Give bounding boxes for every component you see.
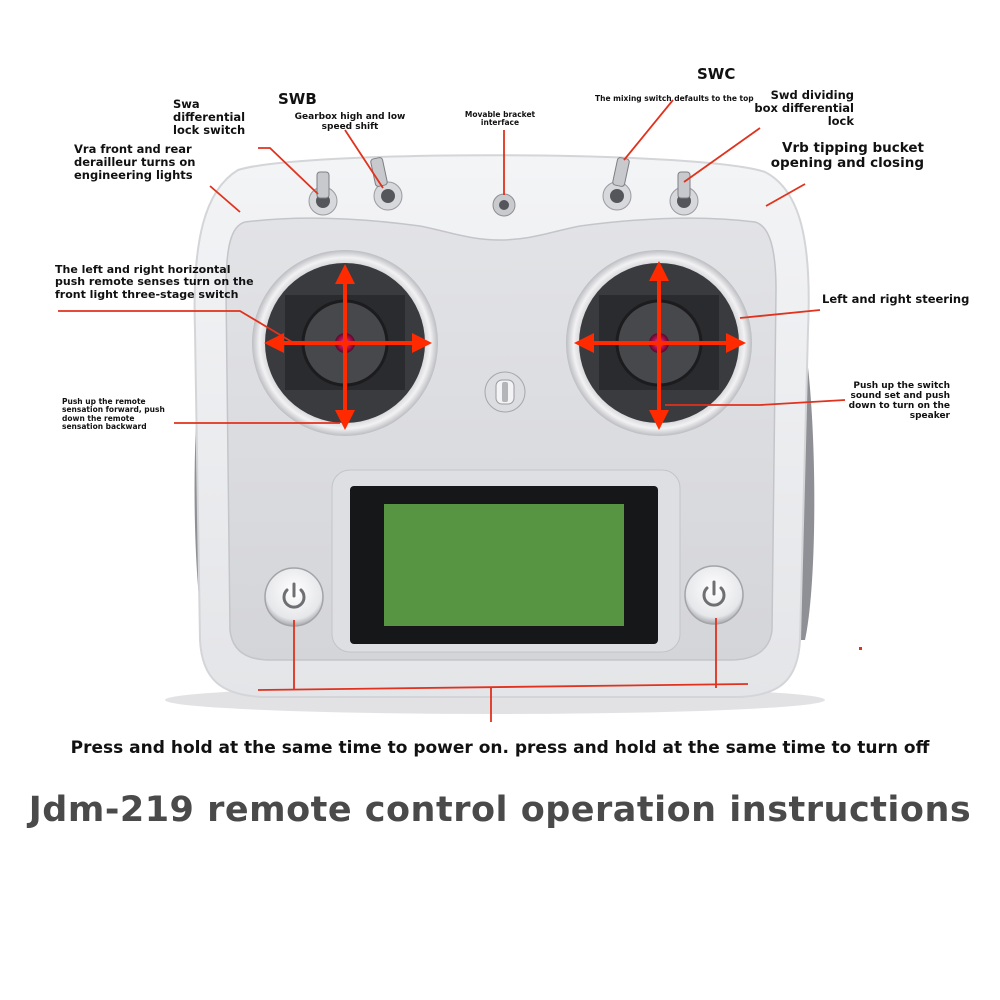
right-stick-arrows [574,261,746,430]
switch-swa[interactable] [308,171,338,216]
label-swb-desc: Gearbox high and low speed shift [294,112,406,133]
bracket-interface[interactable] [492,193,516,217]
label-left-vertical: Push up the remote sensation forward, pu… [62,397,165,432]
power-icon [282,582,306,609]
label-bracket: Movable bracket interface [464,110,536,128]
power-instruction: Press and hold at the same time to power… [70,738,930,758]
label-left-horizontal: The left and right horizontal push remot… [55,263,254,301]
switch-swd[interactable] [669,171,699,216]
label-swc: SWC [697,65,736,83]
label-right-vertical: Push up the switch sound set and push do… [848,381,950,422]
label-vra: Vra front and rear derailleur turns on e… [74,142,196,182]
page-title: Jdm-219 remote control operation instruc… [28,790,972,830]
center-handle [484,371,526,413]
switch-swc[interactable] [602,157,632,211]
callout-lines [58,99,846,722]
left-stick-arrows [264,264,432,430]
lcd-screen [331,469,681,653]
power-button-right[interactable] [684,565,744,625]
label-right-steering: Left and right steering [822,292,970,306]
red-dot [859,647,862,650]
label-swb: SWB [278,90,317,108]
label-swc-desc: The mixing switch defaults to the top [595,94,754,103]
power-button-left[interactable] [264,567,324,627]
label-vrb: Vrb tipping bucket opening and closing [770,140,924,172]
label-swd: Swd dividing box differential lock [754,88,854,128]
label-swa: Swa differential lock switch [173,97,246,137]
power-icon [702,580,726,607]
